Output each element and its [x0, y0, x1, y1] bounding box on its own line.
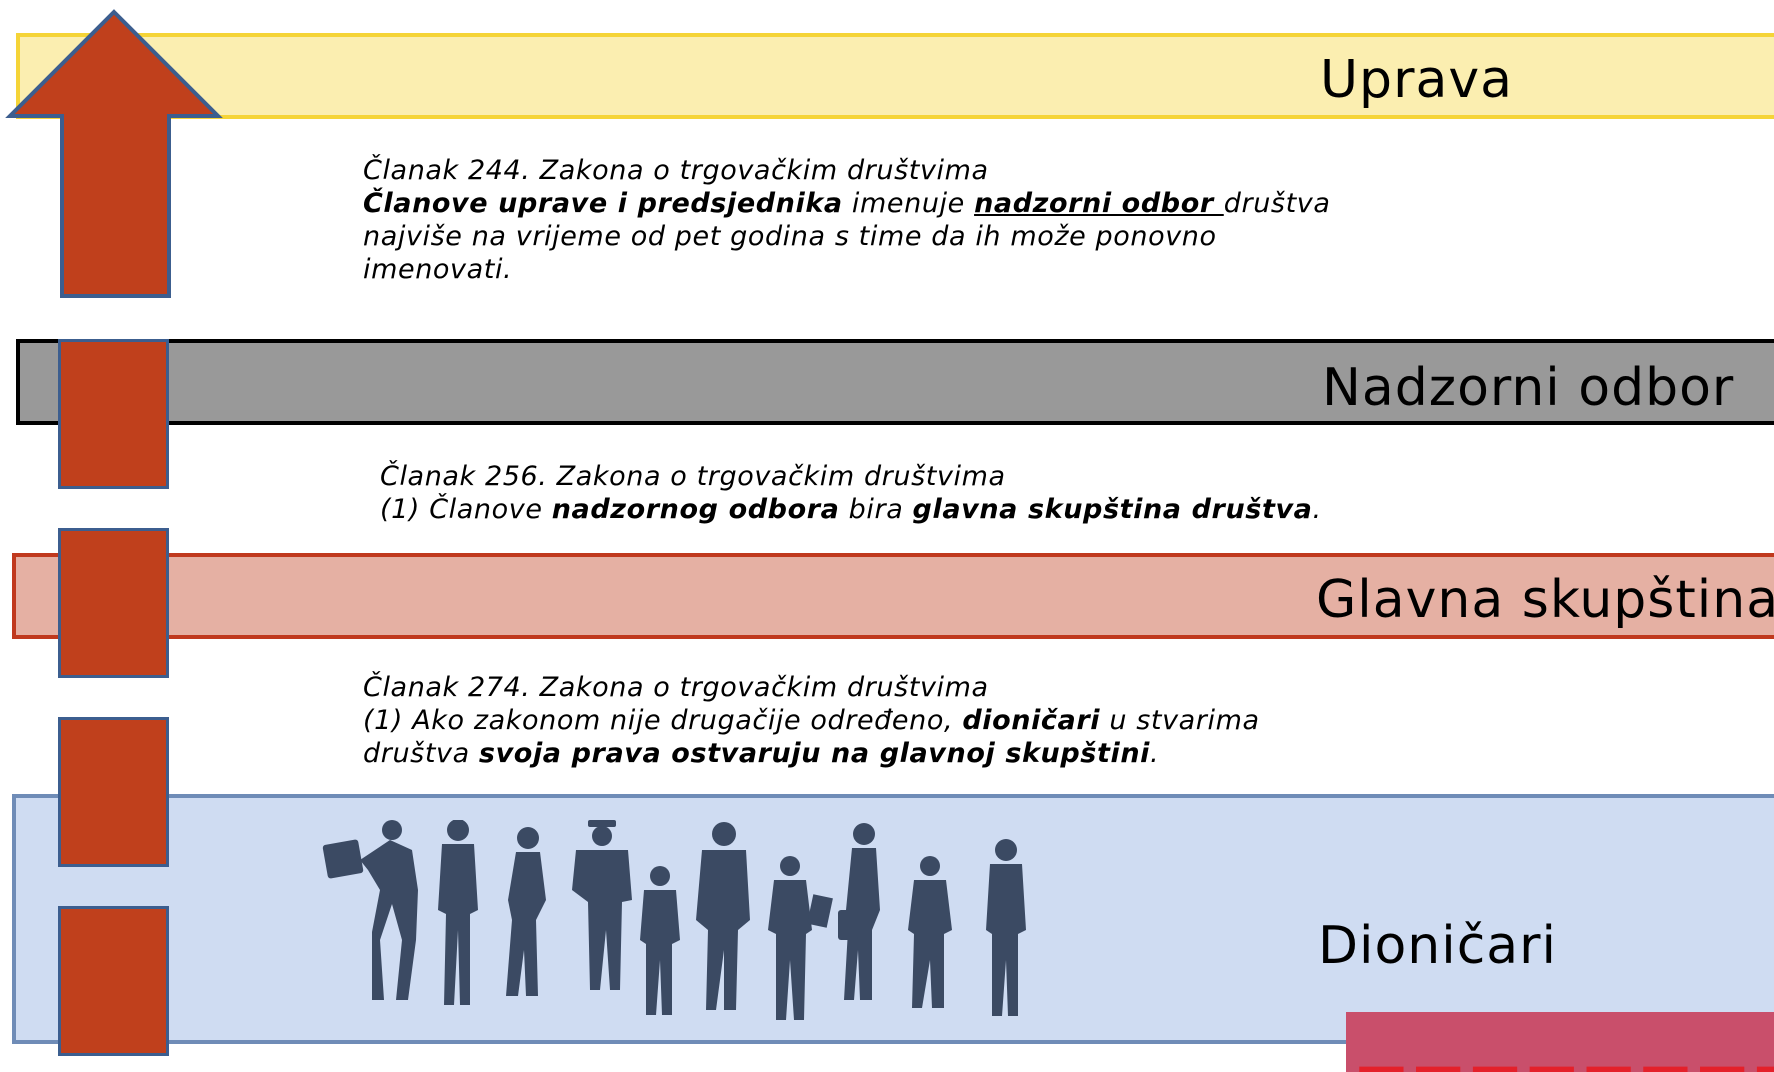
person-silhouette-3: [506, 827, 546, 996]
person-silhouette-1: [322, 820, 418, 1000]
article-256-text-3: .: [1312, 494, 1322, 525]
arrow-block-1: [58, 339, 169, 489]
article-256-bold-2: glavna skupština društva: [912, 494, 1313, 525]
arrow-block-3: [58, 717, 169, 867]
article-244-line-4: imenovati.: [363, 254, 513, 285]
person-silhouette-8: [838, 823, 880, 1000]
person-silhouette-6: [696, 822, 750, 1010]
logo-strip: ■■■■■■■■: [1346, 1012, 1774, 1072]
label-glavna-skupstina: Glavna skupština: [1316, 570, 1774, 630]
person-silhouette-5: [640, 866, 680, 1015]
person-silhouette-4: [572, 820, 632, 990]
article-274-text: Članak 274. Zakona o trgovačkim društvim…: [363, 671, 1260, 770]
article-244-bold-2: nadzorni odbor: [974, 188, 1224, 219]
article-274-line-2: (1) Ako zakonom nije drugačije određeno,…: [363, 704, 1260, 737]
article-274-text-1: (1) Ako zakonom nije drugačije određeno,: [363, 705, 963, 736]
up-arrow-icon: [5, 9, 223, 298]
person-silhouette-9: [908, 856, 952, 1008]
article-274-line-3: društva svoja prava ostvaruju na glavnoj…: [363, 737, 1260, 770]
person-silhouette-2: [438, 820, 478, 1005]
person-silhouette-7: [768, 856, 833, 1020]
article-274-text-3: društva: [363, 738, 479, 769]
article-256-bold-1: nadzornog odbora: [551, 494, 840, 525]
article-256-text-2: bira: [839, 494, 913, 525]
label-dionicari: Dioničari: [1318, 916, 1557, 976]
article-244-text-2: društva: [1223, 188, 1331, 219]
article-244-line-2: Članove uprave i predsjednika imenuje na…: [363, 187, 1331, 220]
article-244-bold-1: Članove uprave i predsjednika: [363, 188, 843, 219]
arrow-block-2: [58, 528, 169, 678]
article-244-underlined: nadzorni odbor: [974, 188, 1224, 219]
up-arrow-shape: [5, 9, 223, 298]
band-dionicari: [12, 794, 1774, 1044]
label-nadzorni-odbor: Nadzorni odbor: [1322, 358, 1735, 418]
arrow-block-4: [58, 906, 169, 1056]
article-256-title: Članak 256. Zakona o trgovačkim društvim…: [380, 461, 1006, 492]
article-274-text-4: .: [1150, 738, 1160, 769]
label-uprava: Uprava: [1320, 50, 1513, 110]
band-glavna-skupstina: [12, 553, 1774, 639]
article-244-title: Članak 244. Zakona o trgovačkim društvim…: [363, 155, 989, 186]
article-256-text: Članak 256. Zakona o trgovačkim društvim…: [380, 460, 1322, 526]
article-244-text: Članak 244. Zakona o trgovačkim društvim…: [363, 154, 1331, 286]
band-nadzorni-odbor: [16, 339, 1774, 425]
article-256-line-2: (1) Članove nadzornog odbora bira glavna…: [380, 493, 1322, 526]
logo-glyphs: ■■■■■■■■: [1354, 1050, 1774, 1072]
shareholders-silhouette-icon: [322, 820, 1026, 1020]
article-256-text-1: (1) Članove: [380, 494, 552, 525]
article-274-title: Članak 274. Zakona o trgovačkim društvim…: [363, 672, 989, 703]
band-uprava: [16, 33, 1774, 119]
article-274-bold-1: dioničari: [962, 705, 1101, 736]
article-274-bold-2: svoja prava ostvaruju na glavnoj skupšti…: [478, 738, 1151, 769]
article-244-line-3: najviše na vrijeme od pet godina s time …: [363, 221, 1217, 252]
person-silhouette-10: [986, 839, 1026, 1016]
article-274-text-2: u stvarima: [1100, 705, 1260, 736]
article-244-text-1: imenuje: [842, 188, 975, 219]
